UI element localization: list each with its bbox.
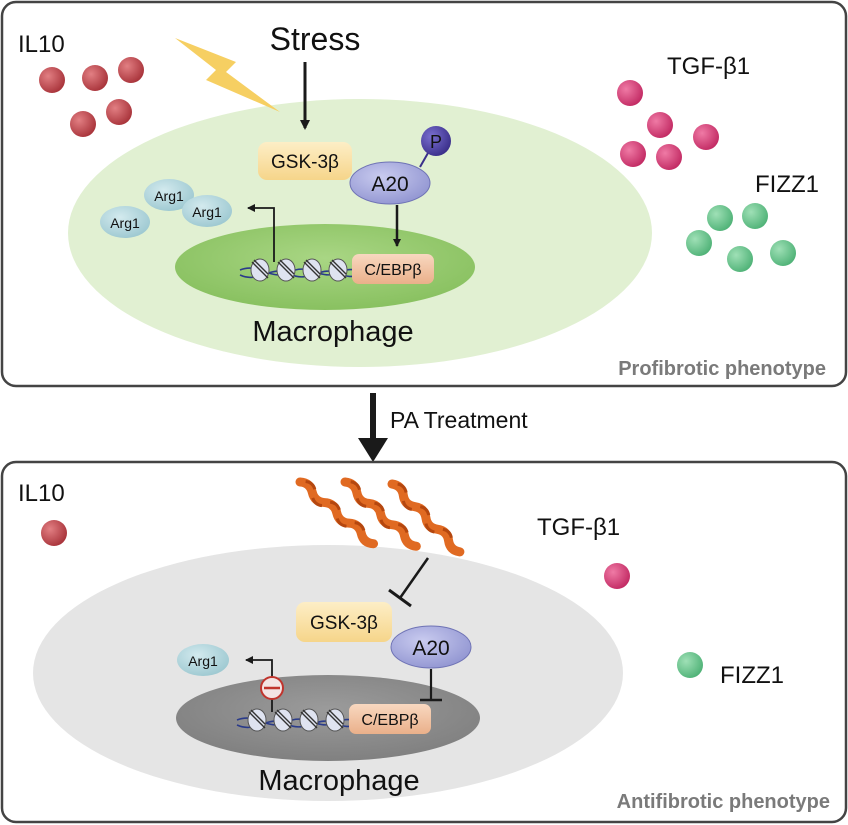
il10-dot bbox=[106, 99, 132, 125]
tgf-dot bbox=[693, 124, 719, 150]
lightning-icon bbox=[175, 38, 280, 112]
arg1-oval bbox=[100, 206, 150, 238]
il10-dot bbox=[41, 520, 67, 546]
arg1-label: Arg1 bbox=[192, 204, 222, 220]
fizz1-label-bottom: FIZZ1 bbox=[720, 662, 784, 689]
nucleosome-icon bbox=[276, 258, 296, 282]
il10-dot bbox=[39, 67, 65, 93]
cebpb-box-top bbox=[352, 254, 434, 284]
a20-oval-bottom bbox=[390, 625, 472, 669]
fizz1-dot bbox=[707, 205, 733, 231]
pa-treatment-label: PA Treatment bbox=[390, 407, 528, 433]
cebpb-label-top: C/EBPβ bbox=[364, 262, 421, 279]
pa-peptide-icon bbox=[295, 477, 465, 557]
macrophage-label-top: Macrophage bbox=[252, 316, 413, 348]
gsk3b-box-top bbox=[258, 142, 352, 180]
tgf-dot bbox=[620, 141, 646, 167]
arg1-oval bbox=[177, 644, 229, 676]
phospho-link bbox=[419, 152, 429, 168]
fizz1-dot bbox=[677, 652, 703, 678]
tgf-dot bbox=[656, 144, 682, 170]
nucleosome-icon bbox=[299, 708, 319, 732]
nucleosome-icon bbox=[250, 258, 270, 282]
tgf-dots-top bbox=[617, 80, 719, 170]
il10-dots-top bbox=[39, 57, 144, 137]
tgf-dot bbox=[647, 112, 673, 138]
arg1-label: Arg1 bbox=[154, 188, 184, 204]
gsk3b-box-bottom bbox=[296, 602, 392, 642]
transcription-arrow-top bbox=[247, 204, 275, 262]
peptide-inhibits-gsk-bar bbox=[388, 588, 412, 608]
dna-bottom bbox=[236, 708, 358, 732]
gsk3b-label-bottom: GSK-3β bbox=[310, 613, 378, 634]
gsk3b-label-top: GSK-3β bbox=[271, 152, 339, 173]
peptide-inhibits-gsk-line bbox=[398, 557, 430, 599]
cebpb-box-bottom bbox=[349, 704, 431, 734]
phospho-label: P bbox=[430, 132, 442, 152]
nucleosome-icon bbox=[247, 708, 267, 732]
fizz1-dot bbox=[727, 246, 753, 272]
il10-label-top: IL10 bbox=[18, 31, 65, 58]
transition: PA Treatment bbox=[358, 393, 528, 462]
tgf-dot bbox=[604, 563, 630, 589]
arg1-label: Arg1 bbox=[110, 215, 140, 231]
a20-label-bottom: A20 bbox=[412, 637, 449, 660]
nucleosome-icon bbox=[302, 258, 322, 282]
transition-arrow-head bbox=[358, 438, 388, 462]
bottom-panel: IL10 TGF-β1 FIZZ1 GSK- bbox=[0, 460, 848, 824]
fizz1-dot bbox=[770, 240, 796, 266]
fizz1-dots-top bbox=[686, 203, 796, 272]
dna-top bbox=[239, 258, 361, 282]
il10-label-bottom: IL10 bbox=[18, 480, 65, 507]
tgf-dot bbox=[617, 80, 643, 106]
a20-label-top: A20 bbox=[371, 173, 408, 196]
nucleosome-icon bbox=[273, 708, 293, 732]
arg1-oval bbox=[182, 195, 232, 227]
il10-dot bbox=[82, 65, 108, 91]
arg1-label: Arg1 bbox=[188, 653, 218, 669]
macrophage-cell-bottom bbox=[33, 545, 623, 801]
fizz1-label-top: FIZZ1 bbox=[755, 171, 819, 198]
fizz1-dot bbox=[742, 203, 768, 229]
nucleosome-icon bbox=[325, 708, 345, 732]
arg1-oval bbox=[144, 179, 194, 211]
phenotype-label-top: Profibrotic phenotype bbox=[618, 358, 826, 380]
phospho-circle bbox=[421, 126, 451, 156]
tgf-label-bottom: TGF-β1 bbox=[537, 514, 620, 541]
cebpb-label-bottom: C/EBPβ bbox=[361, 712, 418, 729]
stress-label: Stress bbox=[270, 21, 361, 57]
fizz1-dot bbox=[686, 230, 712, 256]
tgf-label-top: TGF-β1 bbox=[667, 53, 750, 80]
nucleosome-icon bbox=[328, 258, 348, 282]
il10-dot bbox=[70, 111, 96, 137]
phenotype-label-bottom: Antifibrotic phenotype bbox=[617, 791, 830, 813]
a20-oval-top bbox=[349, 161, 431, 205]
il10-dot bbox=[118, 57, 144, 83]
macrophage-label-bottom: Macrophage bbox=[258, 765, 419, 797]
top-panel: Stress IL10 TGF-β1 FIZZ1 bbox=[0, 0, 848, 388]
